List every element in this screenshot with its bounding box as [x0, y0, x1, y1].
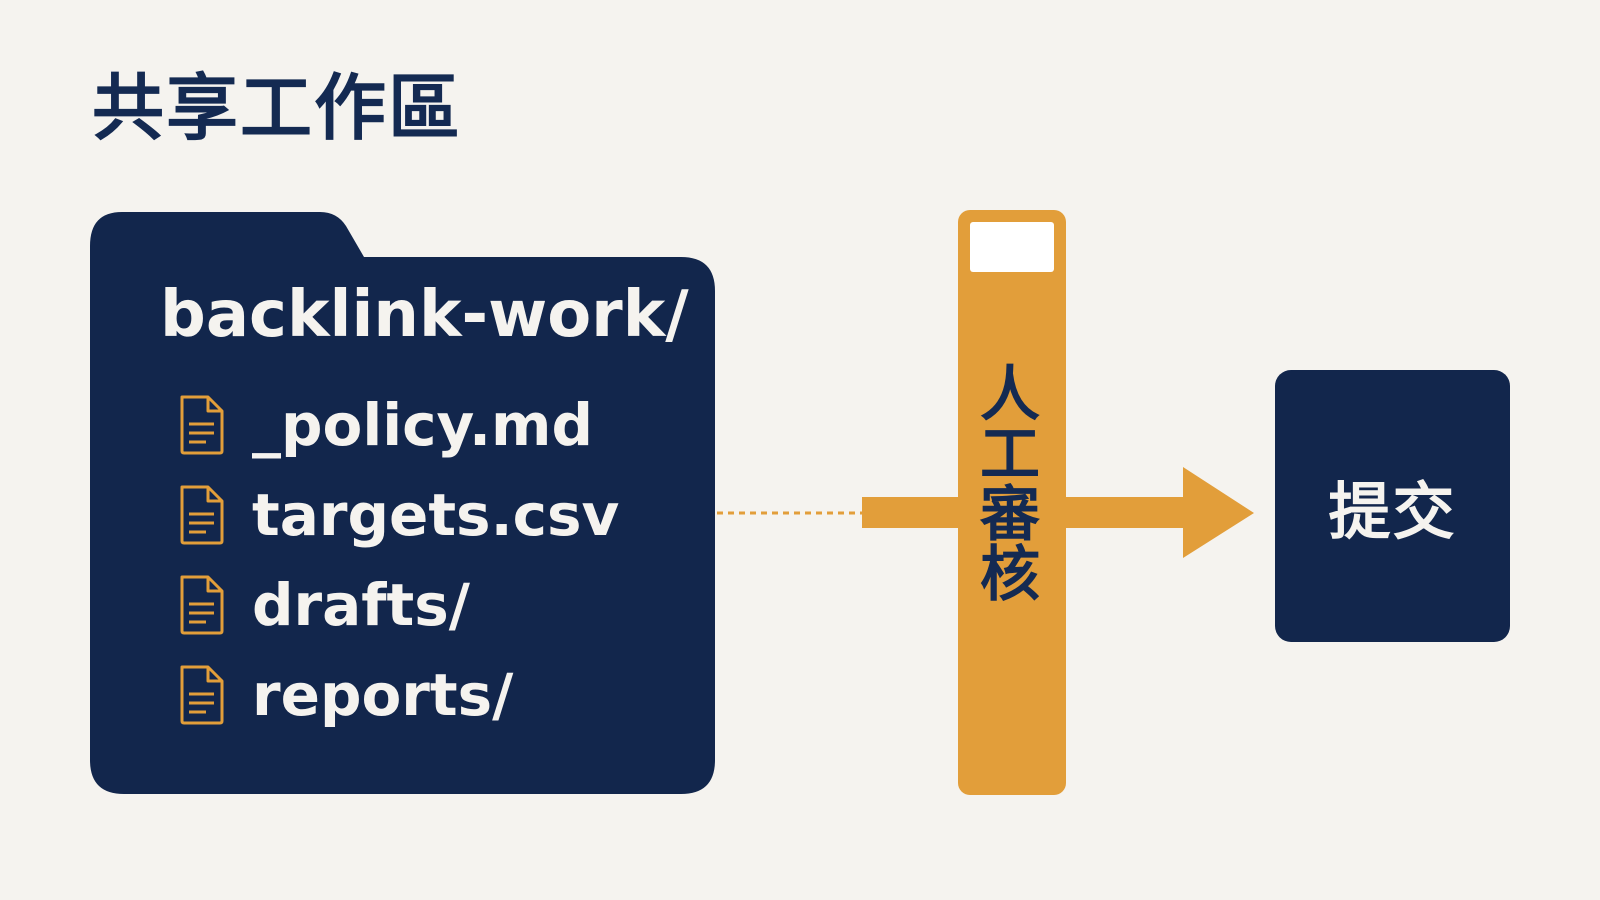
file-list: _policy.md targets.csv drafts/ repo — [178, 380, 619, 740]
file-label: _policy.md — [252, 391, 593, 459]
review-gate-bar — [958, 210, 1066, 795]
arrow-shaft-left — [862, 497, 961, 528]
document-icon — [180, 395, 224, 455]
submit-box[interactable]: 提交 — [1275, 370, 1510, 642]
file-label: targets.csv — [252, 481, 620, 549]
document-icon — [180, 575, 224, 635]
review-gate-char: 核 — [980, 540, 1040, 610]
review-gate-char: 人 — [980, 360, 1040, 430]
file-item-drafts[interactable]: drafts/ — [178, 560, 619, 650]
page-title: 共享工作區 — [92, 66, 463, 150]
folder-shape — [90, 212, 715, 794]
file-item-reports[interactable]: reports/ — [178, 650, 619, 740]
review-gate-window — [970, 222, 1054, 272]
arrow-shaft-right — [1064, 497, 1186, 528]
review-gate-label: 人 工 審 核 — [960, 365, 1060, 605]
document-icon — [180, 665, 224, 725]
file-item-targets[interactable]: targets.csv — [178, 470, 619, 560]
arrow-head — [1183, 467, 1254, 558]
document-icon — [180, 485, 224, 545]
file-label: reports/ — [252, 661, 514, 729]
folder-name: backlink-work/ — [160, 278, 689, 352]
submit-label: 提交 — [1328, 475, 1457, 548]
review-gate-char: 工 — [980, 420, 1040, 490]
file-label: drafts/ — [252, 571, 470, 639]
file-item-policy[interactable]: _policy.md — [178, 380, 619, 470]
review-gate-char: 審 — [980, 480, 1040, 550]
